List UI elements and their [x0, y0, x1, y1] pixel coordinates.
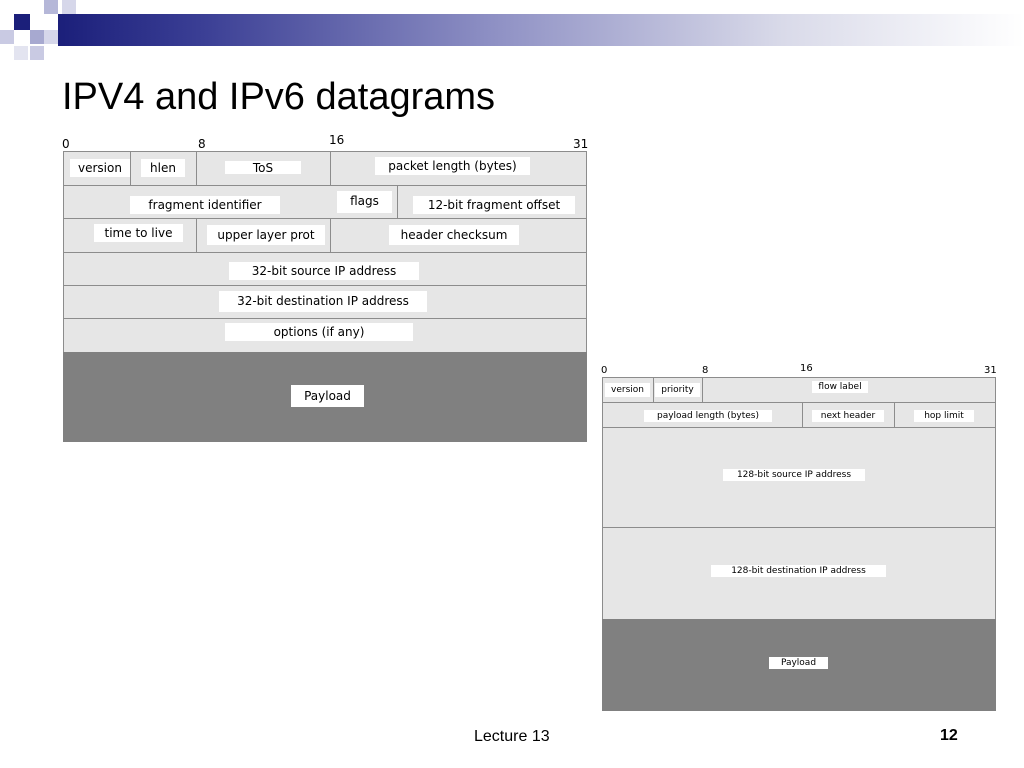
column-divider — [894, 402, 895, 427]
footer-lecture-label: Lecture 13 — [474, 728, 550, 745]
ipv4-bit-31: 31 — [573, 137, 589, 151]
ipv6-bit-0: 0 — [601, 365, 608, 376]
decor-square — [30, 30, 44, 44]
row-divider — [602, 377, 996, 378]
row-divider — [63, 185, 587, 186]
decor-square — [44, 30, 58, 44]
column-divider — [802, 402, 803, 427]
column-divider — [196, 151, 197, 185]
ipv4-field-fragment-identifier: fragment identifier — [130, 196, 280, 214]
column-divider — [330, 218, 331, 252]
column-divider — [330, 151, 331, 185]
ipv4-field-version: version — [70, 159, 130, 177]
ipv6-field-destination-ip: 128-bit destination IP address — [711, 565, 886, 577]
ipv4-field-flags: flags — [337, 191, 392, 213]
ipv6-field-payload-length: payload length (bytes) — [644, 410, 772, 422]
ipv4-field-destination-ip: 32-bit destination IP address — [219, 291, 427, 312]
column-divider — [702, 377, 703, 402]
column-divider — [196, 218, 197, 252]
ipv4-field-fragment-offset: 12-bit fragment offset — [413, 196, 575, 214]
page-number: 12 — [940, 727, 958, 744]
ipv6-field-flow-label: flow label — [812, 381, 868, 393]
ipv6-bit-16: 16 — [800, 363, 813, 374]
decor-square — [14, 46, 28, 60]
ipv6-field-hop-limit: hop limit — [914, 410, 974, 422]
ipv4-field-hlen: hlen — [141, 159, 185, 177]
ipv6-bit-8: 8 — [702, 365, 709, 376]
ipv4-bit-16: 16 — [329, 133, 345, 147]
ipv4-field-options: options (if any) — [225, 323, 413, 341]
ipv4-field-time-to-live: time to live — [94, 224, 183, 242]
decor-square — [30, 46, 44, 60]
ipv6-field-source-ip: 128-bit source IP address — [723, 469, 865, 481]
ipv4-field-source-ip: 32-bit source IP address — [229, 262, 419, 280]
row-divider — [602, 427, 996, 428]
ipv4-field-tos: ToS — [225, 161, 301, 174]
row-divider — [602, 402, 996, 403]
header-gradient-bar — [58, 14, 1024, 46]
decor-square — [62, 0, 76, 14]
column-divider — [397, 185, 398, 218]
ipv4-field-header-checksum: header checksum — [389, 225, 519, 245]
row-divider — [63, 252, 587, 253]
ipv6-bit-31: 31 — [984, 365, 997, 376]
row-divider — [63, 218, 587, 219]
column-divider — [653, 377, 654, 402]
decor-square — [14, 14, 30, 30]
slide-title: IPV4 and IPv6 datagrams — [62, 76, 496, 118]
ipv4-field-upper-layer-prot: upper layer prot — [207, 225, 325, 245]
ipv6-field-next-header: next header — [812, 410, 884, 422]
ipv4-bit-8: 8 — [198, 137, 206, 151]
ipv4-field-payload: Payload — [291, 385, 364, 407]
ipv6-field-payload: Payload — [769, 657, 828, 669]
decor-square — [44, 0, 58, 14]
ipv6-field-version: version — [605, 383, 650, 397]
row-divider — [63, 151, 587, 152]
row-divider — [63, 285, 587, 286]
row-divider — [63, 318, 587, 319]
column-divider — [130, 151, 131, 185]
row-divider — [602, 527, 996, 528]
decor-square — [0, 30, 14, 44]
ipv4-field-packet-length: packet length (bytes) — [375, 157, 530, 175]
ipv4-bit-0: 0 — [62, 137, 70, 151]
ipv6-field-priority: priority — [655, 383, 700, 397]
